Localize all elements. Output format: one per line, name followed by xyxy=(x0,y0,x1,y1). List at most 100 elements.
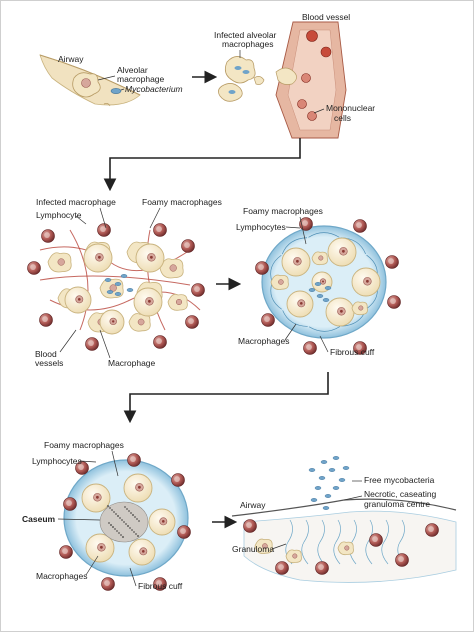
caseum-debris xyxy=(113,511,115,513)
lymphocyte-highlight xyxy=(174,476,180,482)
nucleolus xyxy=(96,495,99,499)
nucleus xyxy=(278,279,284,285)
bacterium xyxy=(324,494,332,498)
lymphocyte-highlight xyxy=(156,580,162,586)
label-foamy-macrophages-2: Foamy macrophages xyxy=(142,197,222,207)
lymphocyte-highlight xyxy=(104,580,110,586)
lymphocyte-highlight xyxy=(184,242,190,248)
lymphocyte-highlight xyxy=(78,464,84,470)
cuff-fiber xyxy=(308,326,341,332)
bacterium xyxy=(314,282,322,286)
caseum-debris xyxy=(109,507,111,509)
label-airway-5: Airway xyxy=(240,500,266,510)
necrotic-crack xyxy=(381,519,389,565)
label-infected-alveolar-1: Infected alveolar xyxy=(214,30,277,40)
necrotic-crack xyxy=(349,519,357,565)
label-fibrous-cuff-4: Fibrous cuff xyxy=(138,581,183,591)
bacterium xyxy=(308,288,316,292)
bacterium xyxy=(332,456,340,460)
necrotic-crack xyxy=(301,519,309,565)
lymphocyte-highlight xyxy=(302,220,308,226)
nucleus xyxy=(175,298,183,306)
lymphocyte-highlight xyxy=(188,318,194,324)
caseum-debris xyxy=(138,520,140,522)
label-blood-vessel: Blood vessel xyxy=(302,12,350,22)
caseum-debris xyxy=(107,505,109,507)
label-macrophage-2: Macrophage xyxy=(108,358,156,368)
lymphocyte-highlight xyxy=(44,232,50,238)
nucleolus xyxy=(148,299,151,303)
lymphocyte-highlight xyxy=(100,226,106,232)
arrow-stage1-to-2 xyxy=(103,138,301,192)
caseum-debris xyxy=(136,518,138,520)
nucleus xyxy=(262,543,268,549)
label-necrotic-2: granuloma centre xyxy=(364,499,430,509)
nucleus xyxy=(358,305,364,311)
caseum-debris xyxy=(120,534,122,536)
lymphocyte-highlight xyxy=(388,258,394,264)
label-foamy-macrophages-4: Foamy macrophages xyxy=(44,440,124,450)
stage1-infected-macrophages xyxy=(218,56,265,102)
label-macrophages-3: Macrophages xyxy=(238,336,290,346)
bacterium xyxy=(320,460,328,464)
caseum-debris xyxy=(122,536,124,538)
lymphocyte-highlight xyxy=(246,522,252,528)
lymphocyte-highlight xyxy=(356,344,362,350)
caseum-debris xyxy=(118,532,120,534)
bacterium xyxy=(318,476,326,480)
caseum-debris xyxy=(114,528,116,530)
label-necrotic-1: Necrotic, caseating xyxy=(364,489,437,499)
lymphocyte-highlight xyxy=(372,536,378,542)
caseum-debris xyxy=(110,524,112,526)
caseum-debris xyxy=(132,514,134,516)
nucleus xyxy=(318,255,324,261)
arrow-stage3-to-4 xyxy=(123,372,329,424)
nucleolus xyxy=(342,249,345,253)
caseum-debris xyxy=(125,523,127,525)
nucleolus xyxy=(340,309,343,313)
bacterium xyxy=(104,278,112,282)
nucleus xyxy=(109,284,117,292)
nucleolus xyxy=(142,550,145,553)
caseum-debris xyxy=(119,517,121,519)
lymphocyte-highlight xyxy=(156,226,162,232)
bacterium xyxy=(322,298,330,302)
nucleus xyxy=(57,258,65,266)
label-blood-vessels-1: Blood xyxy=(35,349,57,359)
lymphocyte-highlight xyxy=(306,344,312,350)
bacterium xyxy=(126,288,134,292)
bacterium xyxy=(308,468,316,472)
caseum-debris xyxy=(135,533,137,535)
caseum-debris xyxy=(134,516,136,518)
label-mycobacterium: Mycobacterium xyxy=(125,84,183,94)
nucleolus xyxy=(296,259,299,263)
label-mononuclear-1: Mononuclear xyxy=(326,103,375,113)
lymphocyte-highlight xyxy=(264,316,270,322)
bacterium xyxy=(332,486,340,490)
caseum-debris xyxy=(111,509,113,511)
bacterium xyxy=(324,286,332,290)
lymphocyte-highlight xyxy=(88,340,94,346)
bacterium xyxy=(316,294,324,298)
lymphocyte-highlight xyxy=(258,264,264,270)
label-blood-vessels-2: vessels xyxy=(35,358,63,368)
nucleolus xyxy=(150,255,153,259)
lymphocyte-highlight xyxy=(30,264,36,270)
blood-vessel xyxy=(69,229,89,331)
label-granuloma: Granuloma xyxy=(232,544,274,554)
caseum-debris xyxy=(137,535,139,537)
bacterium xyxy=(322,506,330,510)
label-mononuclear-2: cells xyxy=(334,113,351,123)
lymphocyte-highlight xyxy=(130,456,136,462)
caseum-debris xyxy=(129,527,131,529)
nucleolus xyxy=(100,545,103,549)
label-alveolar-1: Alveolar xyxy=(117,65,148,75)
label-lymphocytes-4: Lymphocytes xyxy=(32,456,82,466)
caseum-debris xyxy=(124,506,126,508)
label-infected-alveolar-2: macrophages xyxy=(222,39,274,49)
nucleolus xyxy=(78,298,81,301)
nucleolus xyxy=(322,280,324,283)
caseum-debris xyxy=(133,531,135,533)
cuff-fiber xyxy=(308,232,340,238)
